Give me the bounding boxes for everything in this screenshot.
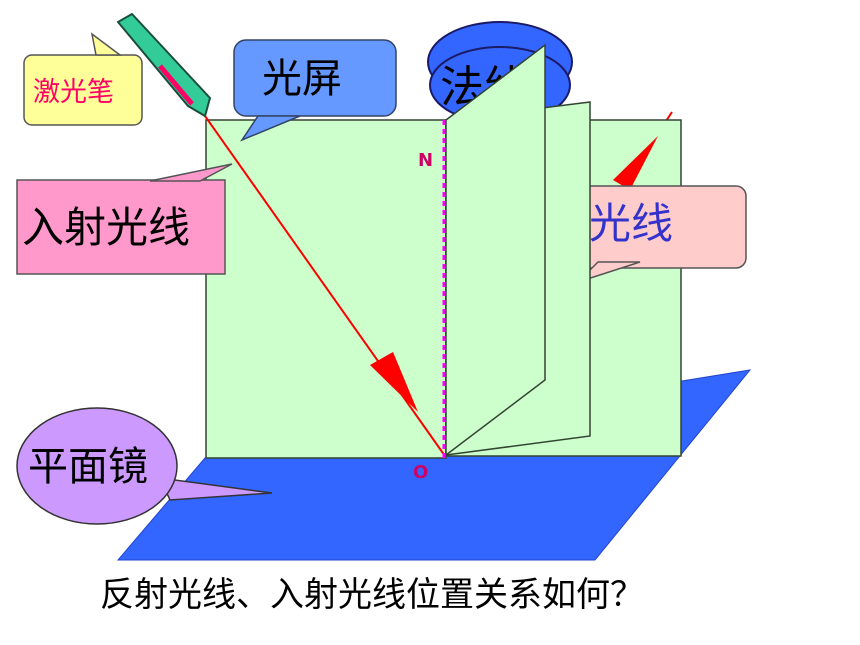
incident-ray-callout: 入射光线 <box>16 163 233 275</box>
point-o-label: O <box>413 462 428 483</box>
laser-pen-callout-box <box>23 54 143 126</box>
screen-callout-text: 光屏 <box>262 56 342 102</box>
laser-pen-callout-tail <box>90 32 123 56</box>
screen-callout-box <box>233 39 397 117</box>
incident-ray <box>204 115 446 457</box>
reflected-ray-arrow <box>613 136 658 190</box>
laser-pen-stripe <box>158 64 194 106</box>
screen-callout-tail <box>240 115 301 142</box>
incident-ray-callout-text: 入射光线 <box>22 203 190 252</box>
laser-pen <box>117 13 211 117</box>
incident-ray-callout-tail <box>149 163 233 182</box>
mirror-callout-bubble <box>16 407 178 525</box>
mirror-callout: 平面镜 <box>16 407 273 525</box>
incident-ray-arrow <box>370 352 418 412</box>
incident-ray-callout-box <box>16 179 226 275</box>
mirror-callout-text: 平面镜 <box>28 444 148 490</box>
folding-panel-front <box>445 43 546 457</box>
screen-callout: 光屏 <box>233 39 397 142</box>
laser-pen-callout: 激光笔 <box>23 32 143 126</box>
laser-pen-callout-text: 激光笔 <box>33 77 114 108</box>
question-text: 反射光线、入射光线位置关系如何？ <box>100 575 644 615</box>
laser-pen-body <box>117 13 211 117</box>
point-n-label: N <box>418 150 433 171</box>
